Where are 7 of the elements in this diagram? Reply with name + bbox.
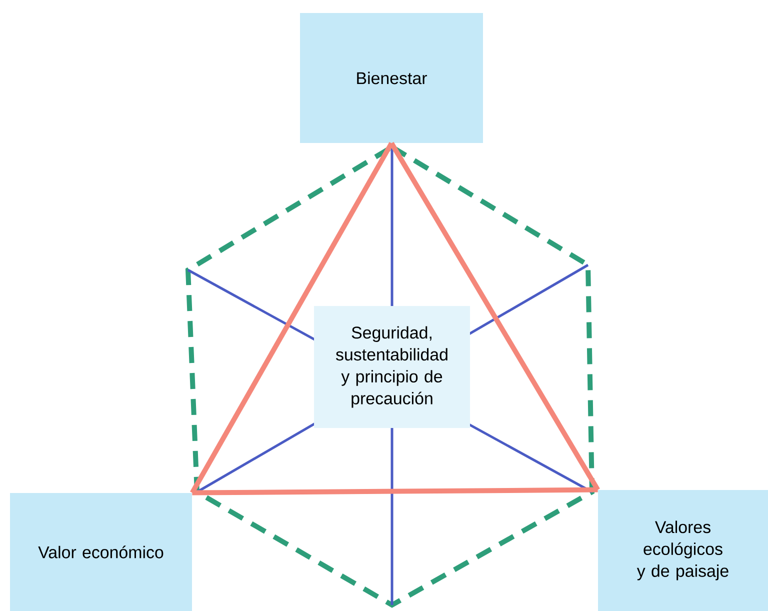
label-box: Valor económico xyxy=(10,493,192,611)
center-box: Seguridad, sustentabilidad y principio de precaución xyxy=(314,306,470,428)
triangle-side xyxy=(190,142,394,494)
label-box: Bienestar xyxy=(300,13,483,143)
triangle-side xyxy=(192,487,598,496)
triangle-side xyxy=(389,142,600,492)
label-box: Valores ecológicos y de paisaje xyxy=(598,490,768,611)
